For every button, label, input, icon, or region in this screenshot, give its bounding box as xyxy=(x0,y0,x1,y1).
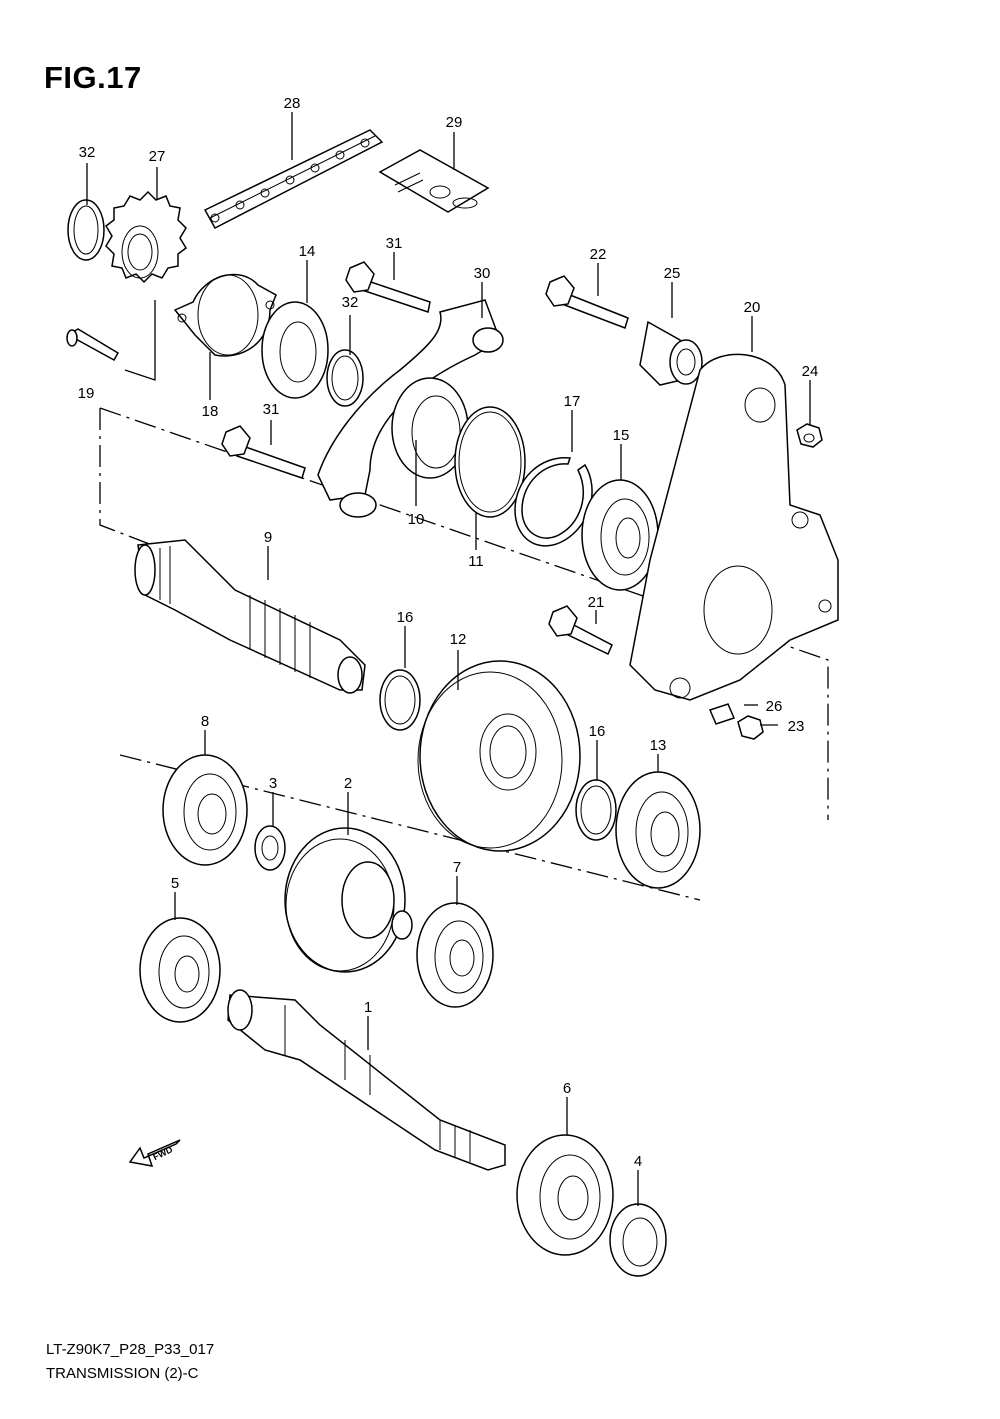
callout-28: 28 xyxy=(284,95,301,112)
callout-leader-lines xyxy=(86,112,811,1206)
part-22-bolt xyxy=(545,275,629,329)
callout-25: 25 xyxy=(664,265,681,282)
fwd-arrow-icon: FWD xyxy=(128,1139,181,1167)
part-25-collar xyxy=(639,320,703,386)
callout-17: 17 xyxy=(564,393,581,410)
callout-1: 1 xyxy=(364,999,372,1016)
callout-24: 24 xyxy=(802,363,819,380)
callout-32-middle: 32 xyxy=(342,294,359,311)
callout-15: 15 xyxy=(613,427,630,444)
callout-18: 18 xyxy=(202,403,219,420)
part-27-sprocket xyxy=(105,190,187,284)
part-32-circlip-middle xyxy=(326,349,364,407)
part-23-nut xyxy=(737,715,764,740)
callout-29: 29 xyxy=(446,114,463,131)
callout-31-upper: 31 xyxy=(386,235,403,252)
part-26-collar xyxy=(708,703,736,725)
callout-16-upper: 16 xyxy=(397,609,414,626)
assembly-guide-lines xyxy=(99,300,829,901)
callout-2: 2 xyxy=(344,775,352,792)
part-13-bearing xyxy=(615,771,701,889)
part-9-shaft xyxy=(134,539,366,694)
callout-31-lower: 31 xyxy=(263,401,280,418)
callout-11: 11 xyxy=(468,553,484,570)
part-21-bolt xyxy=(548,605,613,656)
part-31-bolt-lower xyxy=(221,425,306,479)
part-3-washer xyxy=(254,825,286,871)
part-7-bearing xyxy=(416,902,494,1008)
callout-7: 7 xyxy=(453,859,461,876)
figure-code: LT-Z90K7_P28_P33_017 xyxy=(46,1341,215,1358)
callout-20: 20 xyxy=(744,299,761,316)
callout-16-lower: 16 xyxy=(589,723,606,740)
callout-21: 21 xyxy=(588,594,605,611)
part-19-screw xyxy=(66,328,120,362)
callout-27: 27 xyxy=(149,148,166,165)
callout-26: 26 xyxy=(766,698,783,715)
callout-22: 22 xyxy=(590,246,607,263)
part-32-circlip xyxy=(67,199,105,261)
part-12-large-gear xyxy=(417,660,581,852)
callout-14: 14 xyxy=(299,243,316,260)
part-15-bearing xyxy=(581,479,659,591)
part-16-circlip-lower xyxy=(575,779,617,841)
part-1-countershaft xyxy=(227,989,506,1171)
part-24-nut xyxy=(796,423,823,448)
part-31-bolt-upper xyxy=(345,261,431,313)
callout-19: 19 xyxy=(78,385,95,402)
part-28-drive-chain xyxy=(203,129,384,229)
callout-32-upper: 32 xyxy=(79,144,96,161)
figure-caption: TRANSMISSION (2)-C xyxy=(46,1365,199,1382)
callout-numbers: 1 2 3 4 5 6 7 8 9 10 11 12 13 14 15 16 1… xyxy=(78,95,819,1170)
part-2-gear xyxy=(284,827,413,973)
part-16-circlip-upper xyxy=(379,669,421,731)
callout-9: 9 xyxy=(264,529,272,546)
callout-30: 30 xyxy=(474,265,491,282)
part-14-oil-seal xyxy=(261,301,329,399)
callout-10: 10 xyxy=(408,511,425,528)
callout-4: 4 xyxy=(634,1153,642,1170)
callout-8: 8 xyxy=(201,713,209,730)
callout-12: 12 xyxy=(450,631,467,648)
part-5-bearing xyxy=(139,917,221,1023)
part-8-bearing xyxy=(162,754,248,866)
callout-6: 6 xyxy=(563,1080,571,1097)
figure-title: FIG.17 xyxy=(44,60,142,95)
part-29-chain-joint xyxy=(378,149,490,213)
part-4-oil-seal xyxy=(609,1203,667,1277)
callout-5: 5 xyxy=(171,875,179,892)
part-6-bearing xyxy=(516,1134,614,1256)
part-17-circlip xyxy=(514,457,593,547)
part-18-gasket-plate xyxy=(173,273,277,357)
part-11-o-ring xyxy=(454,406,526,518)
callout-3: 3 xyxy=(269,775,277,792)
callout-13: 13 xyxy=(650,737,667,754)
callout-23: 23 xyxy=(788,718,805,735)
part-20-bracket xyxy=(629,353,839,701)
